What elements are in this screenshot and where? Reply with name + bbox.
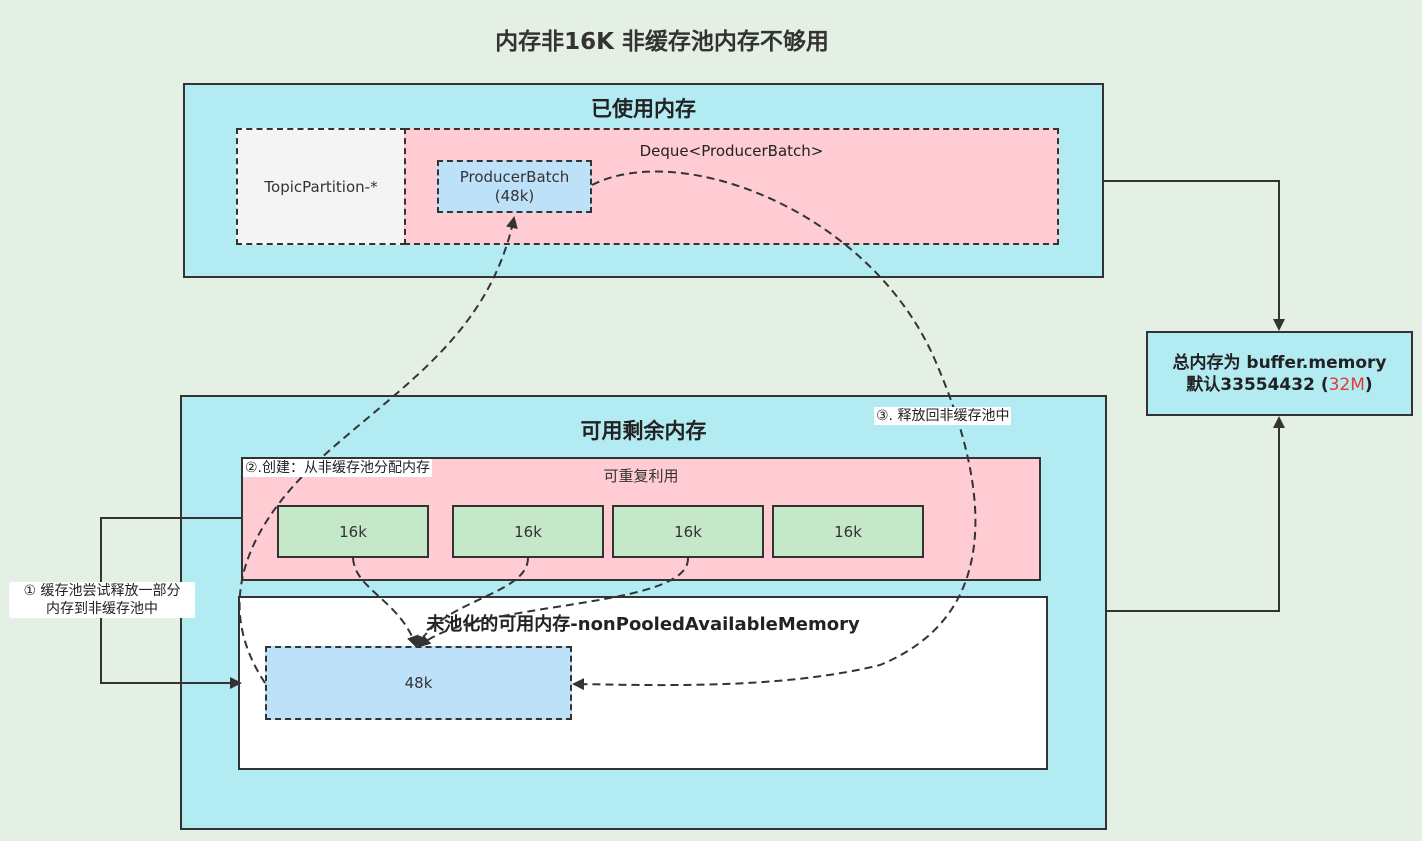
- total-memory-default: 默认33554432 (: [1186, 375, 1329, 395]
- pool-chunk-label: 16k: [674, 522, 702, 541]
- producer-batch-box: ProducerBatch (48k): [437, 160, 592, 213]
- diagram-title: 内存非16K 非缓存池内存不够用: [495, 29, 829, 55]
- pool-chunk-4: 16k: [772, 505, 924, 558]
- producer-batch-name: ProducerBatch: [459, 168, 570, 186]
- non-pooled-block-label: 48k: [404, 674, 433, 692]
- pool-chunk-2: 16k: [452, 505, 604, 558]
- pool-chunk-3: 16k: [612, 505, 764, 558]
- connector-step3: [572, 170, 977, 691]
- total-memory-line2: 默认33554432 (32M): [1148, 374, 1411, 396]
- total-memory-box: 总内存为 buffer.memory 默认33554432 (32M): [1146, 331, 1413, 416]
- connector-chunk1: [352, 557, 419, 648]
- note-step2: ②.创建：从非缓存池分配内存: [243, 459, 433, 477]
- total-memory-line1: 总内存为 buffer.memory: [1172, 353, 1387, 373]
- used-memory-title: 已使用内存: [591, 97, 696, 121]
- total-memory-suffix: ): [1364, 375, 1373, 395]
- connector-chunk2: [416, 557, 529, 648]
- total-memory-highlight: 32M: [1328, 375, 1365, 395]
- connector-step2: [238, 216, 518, 684]
- deque-label: Deque<ProducerBatch>: [639, 142, 824, 160]
- pool-chunk-1: 16k: [277, 505, 429, 558]
- note-step1-line2: 内存到非缓存池中: [46, 601, 158, 617]
- pool-chunk-label: 16k: [514, 522, 542, 541]
- note-step3: ③. 释放回非缓存池中: [874, 407, 1012, 425]
- pool-chunk-label: 16k: [834, 522, 862, 541]
- reusable-pool-label: 可重复利用: [603, 467, 679, 485]
- topic-partition-label: TopicPartition-*: [264, 177, 378, 196]
- available-memory-title: 可用剩余内存: [580, 419, 707, 443]
- note-step1-line1: ① 缓存池尝试释放一部分: [23, 583, 181, 599]
- note-step1: ① 缓存池尝试释放一部分 内存到非缓存池中: [9, 582, 195, 618]
- producer-batch-size: (48k): [494, 187, 535, 205]
- connector-chunk3: [418, 557, 690, 648]
- pool-chunk-label: 16k: [339, 522, 367, 541]
- non-pooled-memory-label: 未池化的可用内存-nonPooledAvailableMemory: [426, 614, 860, 635]
- non-pooled-block: 48k: [265, 646, 572, 720]
- connector-available-to-total: [1107, 416, 1285, 612]
- connector-used-to-total: [1104, 180, 1285, 331]
